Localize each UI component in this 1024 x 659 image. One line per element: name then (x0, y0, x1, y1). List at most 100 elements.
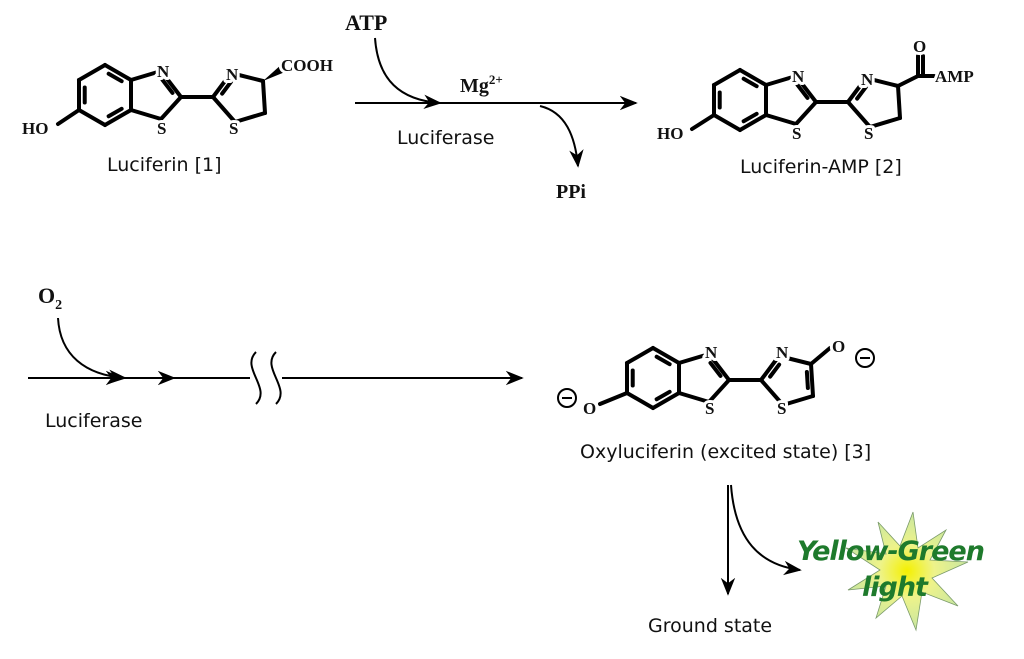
double-bond (804, 370, 810, 390)
atom-s: S (792, 124, 801, 143)
benzene-bond (77, 63, 107, 82)
benzene-bond (738, 68, 768, 87)
bond (129, 69, 163, 82)
double-bond (160, 77, 175, 95)
ppi-label: PPi (556, 181, 586, 203)
carbonyl-oxygen: O (913, 37, 926, 56)
atom-n: N (776, 343, 789, 362)
atom-n: N (792, 67, 805, 86)
enzyme-label: Luciferase (45, 410, 142, 432)
luciferin-amp-label: Luciferin-AMP [2] (740, 156, 902, 178)
break-mark-icon (250, 351, 282, 405)
bond (759, 354, 781, 382)
benzene-bond (625, 391, 655, 410)
bond (56, 108, 81, 126)
atom-n: N (705, 343, 718, 362)
mg-label: Mg2+ (460, 72, 503, 97)
bond (233, 111, 267, 124)
double-bond (795, 82, 810, 100)
atp-label: ATP (345, 10, 387, 35)
double-bond (106, 71, 124, 84)
bond (809, 362, 815, 398)
yellow-green-light-label: Yellow-Green (797, 536, 984, 567)
double-bond (220, 79, 234, 96)
bond (690, 113, 716, 131)
benzene-bond (651, 346, 681, 365)
double-bond (654, 389, 672, 402)
enolate-oxygen: O (832, 337, 845, 356)
emission-branch: Ground state Yellow-Green light (648, 484, 985, 637)
benzene-bond (712, 113, 742, 132)
luciferin-amp-structure: N S N S HO O AMP Luciferin-AMP [2] (654, 34, 977, 178)
atom-n: N (226, 65, 239, 84)
step2-arrow: O2 Luciferase (28, 283, 524, 432)
double-bond (708, 360, 723, 378)
starburst-icon (845, 511, 969, 632)
benzene-bond (625, 346, 655, 365)
phenolate-oxygen: O (583, 399, 596, 418)
oxygen-symbol: O (38, 283, 55, 308)
benzene-bond (77, 108, 107, 127)
double-bond (855, 84, 869, 101)
double-bond (654, 354, 672, 367)
step1-arrow: ATP Mg2+ Luciferase PPi (345, 10, 638, 203)
bond (759, 378, 785, 407)
mg-charge: 2+ (489, 72, 503, 87)
bond (677, 391, 711, 404)
benzene-bond (103, 63, 133, 82)
oxygen-input-arrow (57, 317, 127, 384)
negative-charge-icon (855, 348, 875, 368)
bond (677, 352, 711, 365)
bond (229, 71, 265, 83)
atp-input-arrow (374, 37, 442, 109)
luciferin-label: Luciferin [1] (107, 154, 221, 176)
benzene-bond (651, 391, 681, 410)
hydroxyl-group: HO (657, 124, 683, 143)
bond (707, 352, 731, 382)
atom-s: S (705, 399, 714, 418)
atom-s: S (864, 124, 873, 143)
bond (809, 346, 832, 366)
bond (794, 100, 818, 126)
light-label: light (862, 572, 929, 603)
double-bond (106, 106, 124, 119)
atom-n: N (861, 70, 874, 89)
bond (781, 394, 815, 407)
oxygen-subscript: 2 (55, 298, 62, 313)
bond (896, 84, 902, 120)
ppi-output-arrow (539, 105, 584, 168)
benzene-bond (712, 68, 742, 87)
atom-n: N (157, 62, 170, 81)
bond (129, 108, 163, 121)
oxygen-label: O2 (38, 283, 62, 313)
mg-symbol: Mg (460, 75, 489, 97)
bond (864, 76, 900, 88)
oxyluciferin-label: Oxyluciferin (excited state) [3] (580, 441, 871, 463)
molecule-bonds (56, 54, 936, 410)
bond (846, 76, 868, 104)
ground-state-label: Ground state (648, 615, 772, 637)
amp-group: AMP (935, 67, 974, 86)
bond (159, 69, 183, 99)
bond (159, 95, 183, 121)
carboxyl-group: COOH (281, 56, 333, 75)
bond (777, 354, 813, 366)
bond (868, 116, 902, 129)
bond (794, 74, 818, 104)
hydroxyl-group: HO (22, 119, 48, 138)
emission-arrow (730, 484, 802, 576)
bond (764, 74, 798, 87)
luciferin-structure: N S N S HO COOH Luciferin [1] (19, 53, 336, 176)
double-bond (741, 111, 759, 124)
bond (211, 95, 237, 124)
bond (846, 100, 872, 129)
bond (211, 71, 233, 99)
bond (598, 391, 629, 406)
bond (707, 378, 731, 404)
benzene-bond (738, 113, 768, 132)
double-bond (741, 76, 759, 89)
enzyme-label: Luciferase (397, 127, 494, 149)
atom-s: S (777, 399, 786, 418)
negative-charge-icon (557, 388, 577, 408)
